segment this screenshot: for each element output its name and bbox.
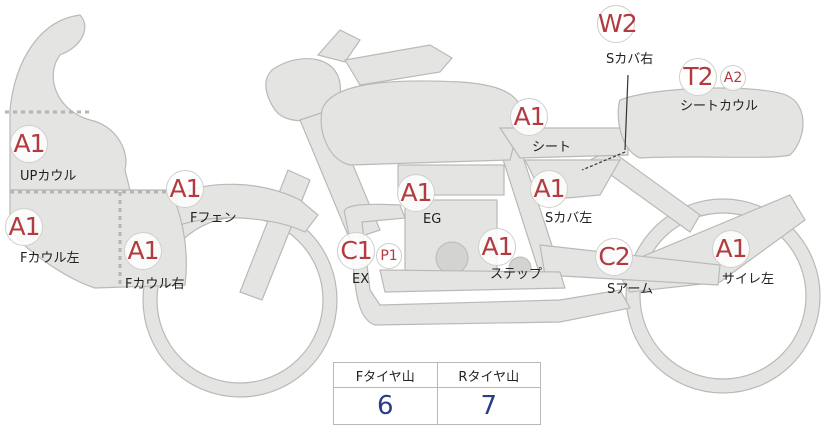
engine-cover [435,241,469,275]
seat-cowl-shape [617,87,804,159]
label-fcowl-right: Fカウル右 [125,277,185,292]
grade-fcowl-left: A1 [5,208,43,246]
label-seat: シート [532,140,572,155]
grade-fcowl-right: A1 [124,232,162,270]
upper-cowl-shape [9,14,131,191]
label-ex: EX [352,272,370,287]
front-tire-header: Fタイヤ山 [333,362,438,388]
tire-tread-table: Fタイヤ山 Rタイヤ山 6 7 [333,362,541,425]
scover-right-leader-dash [581,151,626,171]
label-step: ステップ [490,267,543,282]
label-upcowl: UPカウル [20,169,77,184]
tire-table-header-row: Fタイヤ山 Rタイヤ山 [333,362,541,388]
rear-wheel [625,198,821,394]
exhaust-pipe [343,203,631,326]
label-seat-cowl: シートカウル [680,99,759,114]
tire-table-value-row: 6 7 [333,387,541,425]
lower-frame [379,269,566,293]
grade-upcowl: A1 [10,125,48,163]
grade-sarm: C2 [595,238,633,276]
label-muffler-left: サイレ左 [722,272,775,287]
grade-a2: A2 [720,65,746,91]
grade-eg: A1 [397,174,435,212]
grade-ex: C1 [337,232,375,270]
front-fender-shape [174,183,319,233]
label-eg: EG [423,212,442,227]
label-ffender: Fフェン [190,211,237,226]
grade-t2: T2 [679,58,717,96]
handlebar [316,29,361,63]
label-fcowl-left: Fカウル左 [20,251,80,266]
grade-w2: W2 [597,5,638,43]
front-tire-value: 6 [333,387,438,425]
grade-muffler-left: A1 [712,230,750,268]
rear-tire-value: 7 [436,387,541,425]
grade-scover-left: A1 [530,170,568,208]
grade-p1: P1 [376,243,402,269]
steering-head [344,44,453,86]
scover-right-leader [624,74,629,151]
label-sarm: Sアーム [607,282,654,297]
grade-seat: A1 [510,98,548,136]
grade-ffender: A1 [166,170,204,208]
rear-tire-header: Rタイヤ山 [436,362,541,388]
fuel-tank [320,80,522,166]
grade-step: A1 [478,228,516,266]
label-scover-right: Sカバ右 [606,52,654,67]
label-scover-left: Sカバ左 [545,211,593,226]
